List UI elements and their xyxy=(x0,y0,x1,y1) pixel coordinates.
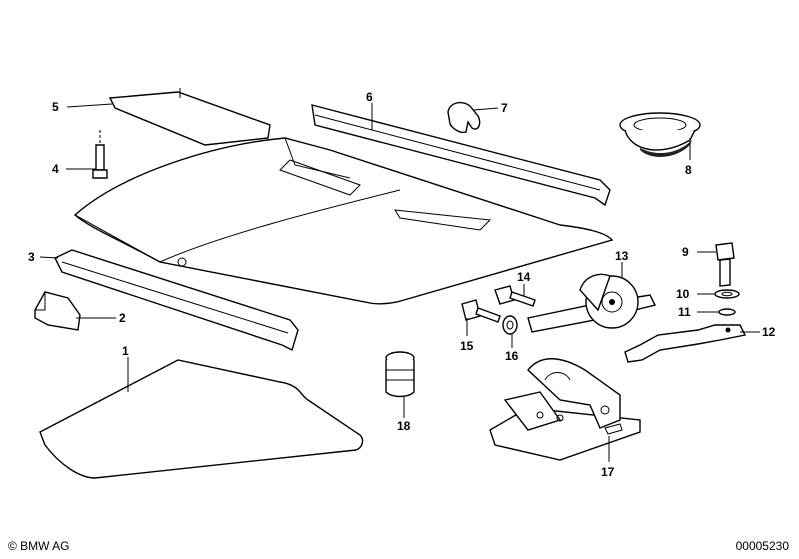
part-label-18: 18 xyxy=(397,419,411,433)
part-label-9: 9 xyxy=(682,245,689,259)
part-label-13: 13 xyxy=(615,249,629,263)
bolt-part-9 xyxy=(715,242,735,287)
part-label-11: 11 xyxy=(678,305,691,319)
part-labels: 5 4 6 7 8 3 2 1 18 14 15 16 13 9 10 11 1… xyxy=(28,90,776,479)
part-label-14: 14 xyxy=(517,270,531,284)
insulation-mat-part-1 xyxy=(39,359,364,479)
leader-lines xyxy=(39,103,760,462)
part-label-12: 12 xyxy=(762,325,776,339)
rubber-buffer-part-8 xyxy=(619,112,701,157)
washer-part-10 xyxy=(714,289,740,299)
hood-hinge-part-13 xyxy=(527,273,657,333)
part-label-3: 3 xyxy=(28,250,35,264)
part-label-10: 10 xyxy=(676,287,690,301)
part-label-17: 17 xyxy=(601,465,615,479)
part-label-8: 8 xyxy=(685,163,692,177)
copyright-notice: © BMW AG xyxy=(8,539,70,553)
part-label-15: 15 xyxy=(460,339,474,353)
part-label-16: 16 xyxy=(505,349,519,363)
part-label-4: 4 xyxy=(52,162,59,176)
part-label-7: 7 xyxy=(501,101,508,115)
hood-panel xyxy=(73,137,614,305)
part-label-5: 5 xyxy=(52,100,59,114)
washer-part-16 xyxy=(502,315,518,335)
front-seal-part-3 xyxy=(54,249,299,351)
document-number: 00005230 xyxy=(735,539,789,553)
clip-part-7 xyxy=(447,101,481,134)
screw-part-4 xyxy=(92,130,108,179)
bolt-part-14 xyxy=(494,285,536,307)
rubber-stop-part-18 xyxy=(385,351,415,398)
part-label-2: 2 xyxy=(119,311,126,325)
rubber-seal-part-6 xyxy=(311,104,611,207)
part-label-6: 6 xyxy=(366,90,373,104)
hood-latch-part-17 xyxy=(489,358,641,461)
bracket-part-12 xyxy=(624,324,747,363)
air-intake-grille xyxy=(108,88,271,146)
bolt-part-15 xyxy=(461,299,501,323)
nut-part-11 xyxy=(718,308,736,316)
buffer-block-part-2 xyxy=(34,291,81,331)
part-label-1: 1 xyxy=(122,344,129,358)
